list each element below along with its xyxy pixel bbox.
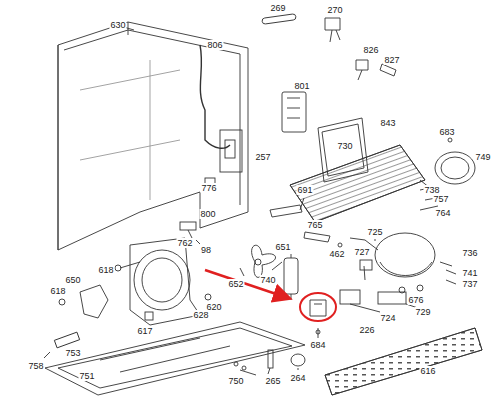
callout-number: 762 <box>176 238 193 248</box>
callout-number: 730 <box>336 141 353 151</box>
callout-number: 691 <box>296 185 313 195</box>
callout-number: 684 <box>309 340 326 350</box>
callout-number: 265 <box>264 376 281 386</box>
callout-number: 650 <box>64 275 81 285</box>
callout-number: 751 <box>78 371 95 381</box>
callout-number: 753 <box>64 348 81 358</box>
callout-number: 616 <box>419 366 436 376</box>
callout-number: 741 <box>461 268 478 278</box>
callout-number: 651 <box>274 242 291 252</box>
callout-number: 226 <box>358 325 375 335</box>
callout-number: 776 <box>200 183 217 193</box>
callout-number: 683 <box>438 127 455 137</box>
callout-number: 264 <box>289 373 306 383</box>
callout-number: 618 <box>49 286 66 296</box>
callout-number: 736 <box>461 248 478 258</box>
callout-number: 98 <box>200 245 212 255</box>
callout-number: 725 <box>366 227 383 237</box>
callout-number: 628 <box>192 310 209 320</box>
callout-number: 727 <box>353 247 370 257</box>
callout-number: 765 <box>306 220 323 230</box>
callout-number: 269 <box>269 3 286 13</box>
callout-number: 740 <box>259 275 276 285</box>
callout-number: 801 <box>293 81 310 91</box>
callout-number: 676 <box>407 295 424 305</box>
callout-number: 800 <box>199 209 216 219</box>
callout-number: 843 <box>379 118 396 128</box>
callout-number: 737 <box>461 279 478 289</box>
callout-number: 758 <box>27 361 44 371</box>
callout-number: 729 <box>414 307 431 317</box>
callout-number: 618 <box>97 265 114 275</box>
callout-number: 652 <box>227 279 244 289</box>
callout-number: 757 <box>432 194 449 204</box>
callout-number: 826 <box>362 45 379 55</box>
callout-number: 827 <box>383 55 400 65</box>
callout-number: 630 <box>109 20 126 30</box>
callout-number: 749 <box>474 152 491 162</box>
callout-number: 806 <box>206 40 223 50</box>
callout-number: 724 <box>379 313 396 323</box>
callout-number: 462 <box>328 249 345 259</box>
callout-number: 750 <box>227 376 244 386</box>
callout-number: 270 <box>326 5 343 15</box>
callout-number: 764 <box>434 208 451 218</box>
callout-number: 617 <box>136 326 153 336</box>
callout-number: 257 <box>254 152 271 162</box>
